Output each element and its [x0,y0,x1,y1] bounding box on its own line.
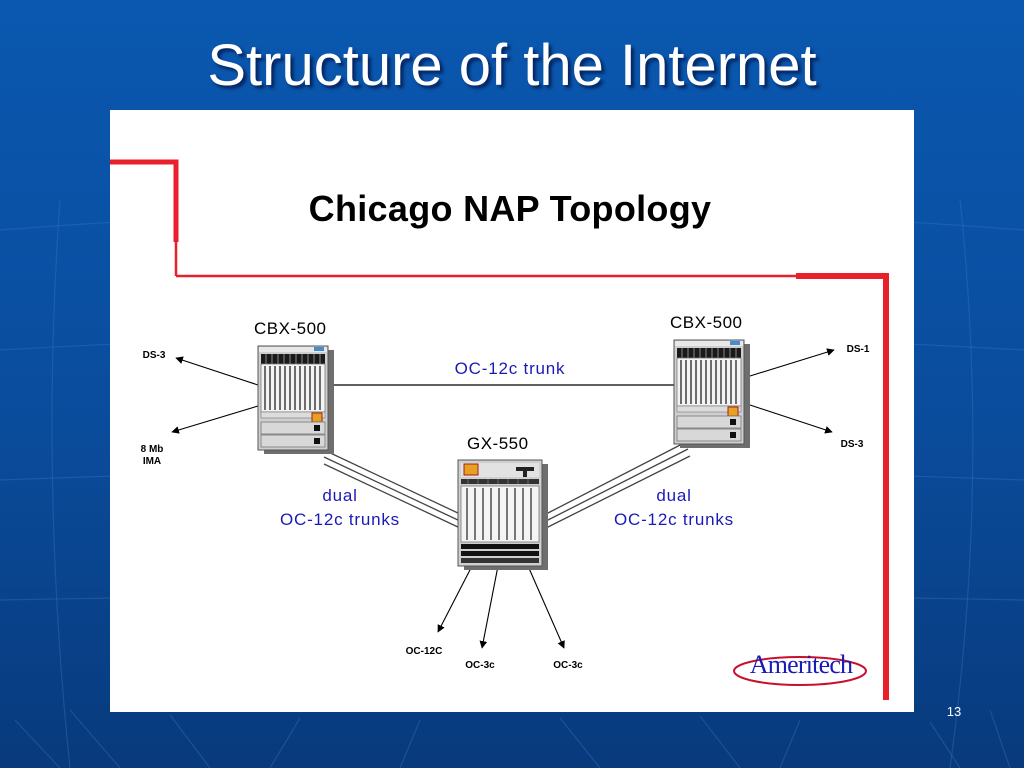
ameritech-logo: Ameritech [728,644,868,694]
arrow-bottom-1 [437,565,473,633]
gx-550-switch-icon [457,459,549,571]
gx-550-label: GX-550 [467,434,529,453]
arrow-bottom-2 [479,565,499,649]
dual-trunk-left [323,449,461,529]
figure-title: Chicago NAP Topology [308,188,712,229]
cbx-500-left-label: CBX-500 [254,319,327,338]
topology-diagram [110,159,889,700]
dual-trunk-right [545,441,691,529]
cbx-500-right-switch-icon [673,339,751,449]
port-label-bottom-2: OC-3c [465,660,495,671]
port-label-right-top: DS-1 [846,344,870,355]
port-label-bottom-3: OC-3c [553,660,583,671]
dual-trunk-left-label-1: dual [322,486,358,505]
port-arrows [171,348,835,649]
dual-trunk-right-label-1: dual [656,486,692,505]
red-accent-lines [110,159,889,700]
cbx-500-right-label: CBX-500 [670,313,743,332]
page-number: 13 [946,704,962,719]
cbx-500-left-switch-icon [257,345,335,455]
dual-trunk-right-label-2: OC-12c trunks [614,510,734,529]
arrow-left-top [175,356,259,386]
port-label-left-bottom-2: IMA [142,456,162,467]
port-label-bottom-1: OC-12C [405,646,443,657]
topology-figure: Chicago NAP Topology CBX-500 CBX-500 GX-… [110,110,914,712]
port-label-left-top: DS-3 [142,350,166,361]
ameritech-logo-ring-icon [733,656,867,686]
ameritech-logo-text: Ameritech [749,650,853,679]
arrow-left-bottom [171,405,259,434]
slide-title: Structure of the Internet [207,33,817,98]
port-label-right-bottom: DS-3 [840,439,864,450]
arrow-bottom-3 [527,565,565,649]
dual-trunk-left-label-2: OC-12c trunks [280,510,400,529]
arrow-right-top [749,348,835,377]
port-label-left-bottom-1: 8 Mb [140,444,164,455]
trunk-label: OC-12c trunk [454,359,566,378]
arrow-right-bottom [749,404,833,434]
